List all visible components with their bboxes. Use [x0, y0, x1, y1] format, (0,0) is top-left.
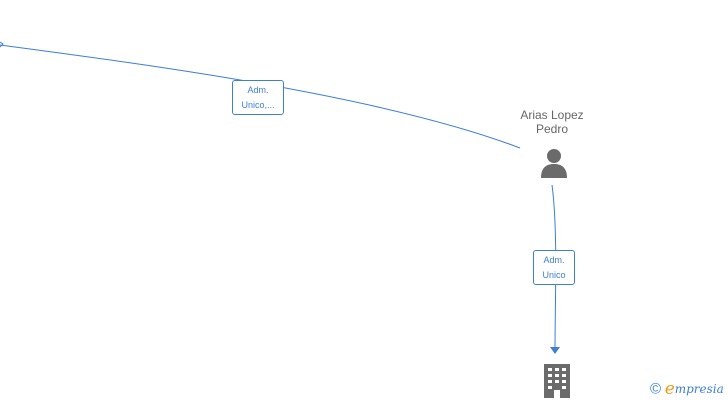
- edge-arrowhead-offscreen: [0, 41, 4, 48]
- edge-label-line2: Unico,...: [241, 100, 275, 110]
- edge-label-adm-unico-2[interactable]: Adm. Unico: [533, 250, 575, 285]
- edge-label-line1: Adm.: [543, 255, 565, 265]
- edge-label-adm-unico-1[interactable]: Adm. Unico,...: [232, 80, 284, 115]
- building-icon[interactable]: [541, 362, 573, 398]
- copyright-brand: © empresia: [650, 379, 724, 399]
- edge-label-line1: Adm.: [247, 85, 269, 95]
- copyright-icon: ©: [650, 380, 662, 398]
- edge-arrowhead-company: [550, 347, 560, 354]
- person-name-label[interactable]: Arias Lopez Pedro: [507, 108, 597, 136]
- person-name-line2: Pedro: [535, 122, 569, 136]
- person-icon[interactable]: [538, 147, 570, 179]
- edge-label-line2: Unico: [542, 270, 566, 280]
- brand-logo-text: mpresia: [674, 382, 724, 396]
- person-name-line1: Arias Lopez: [520, 108, 584, 122]
- brand-logo-initial: e: [664, 379, 675, 399]
